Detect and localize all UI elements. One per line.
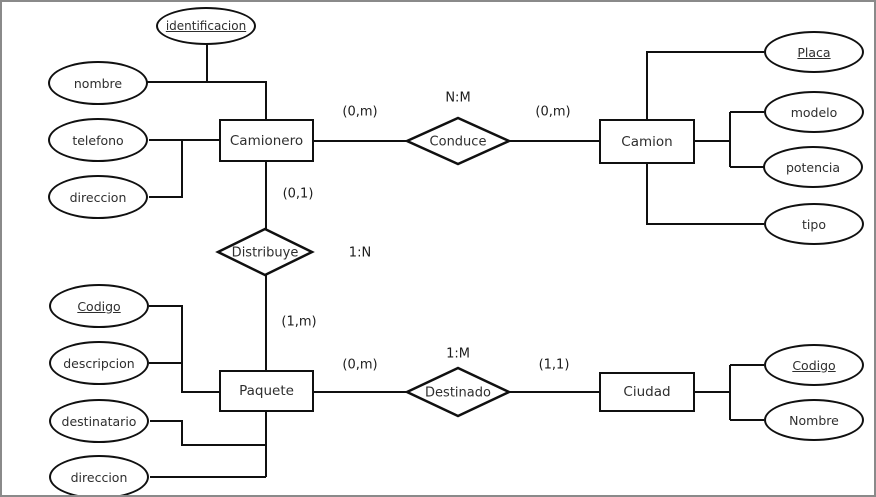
attribute-placa: Placa <box>764 31 864 73</box>
entity-camion: Camion <box>599 119 695 164</box>
entity-camionero: Camionero <box>219 119 314 162</box>
attribute-telefono: telefono <box>48 118 148 162</box>
attribute-descripcion: descripcion <box>49 341 149 385</box>
attribute-destinatario: destinatario <box>49 399 149 443</box>
cardinality-distribuye-paquete: (1,m) <box>281 314 317 330</box>
cardinality-camionero-conduce: (0,m) <box>342 104 378 120</box>
attribute-direccion-camionero: direccion <box>48 175 148 219</box>
ratio-label-destinado: 1:M <box>446 346 470 362</box>
ratio-label-distribuye: 1:N <box>348 245 372 261</box>
entity-ciudad: Ciudad <box>599 372 695 412</box>
relationship-conduce-diamond <box>403 116 513 166</box>
cardinality-camionero-distribuye: (0,1) <box>282 186 314 202</box>
cardinality-conduce-camion: (0,m) <box>535 104 571 120</box>
attribute-tipo: tipo <box>764 203 864 245</box>
relationship-distribuye-label: Distribuye <box>231 245 299 261</box>
attribute-nombre-ciudad: Nombre <box>764 399 864 441</box>
attribute-direccion-paquete: direccion <box>49 455 149 495</box>
relationship-distribuye-diamond <box>215 227 315 277</box>
attribute-identificacion: identificacion <box>156 7 256 45</box>
ratio-label-conduce: N:M <box>445 90 471 106</box>
relationship-destinado-label: Destinado <box>425 385 491 401</box>
attribute-modelo: modelo <box>764 91 864 133</box>
entity-paquete: Paquete <box>219 370 314 412</box>
cardinality-paquete-destinado: (0,m) <box>342 357 378 373</box>
attribute-potencia: potencia <box>763 146 863 188</box>
attribute-nombre: nombre <box>48 61 148 105</box>
relationship-destinado-diamond <box>404 366 512 418</box>
attribute-codigo-ciudad: Codigo <box>764 344 864 386</box>
attribute-codigo-paquete: Codigo <box>49 284 149 328</box>
cardinality-destinado-ciudad: (1,1) <box>538 357 570 373</box>
relationship-conduce-label: Conduce <box>429 134 487 150</box>
